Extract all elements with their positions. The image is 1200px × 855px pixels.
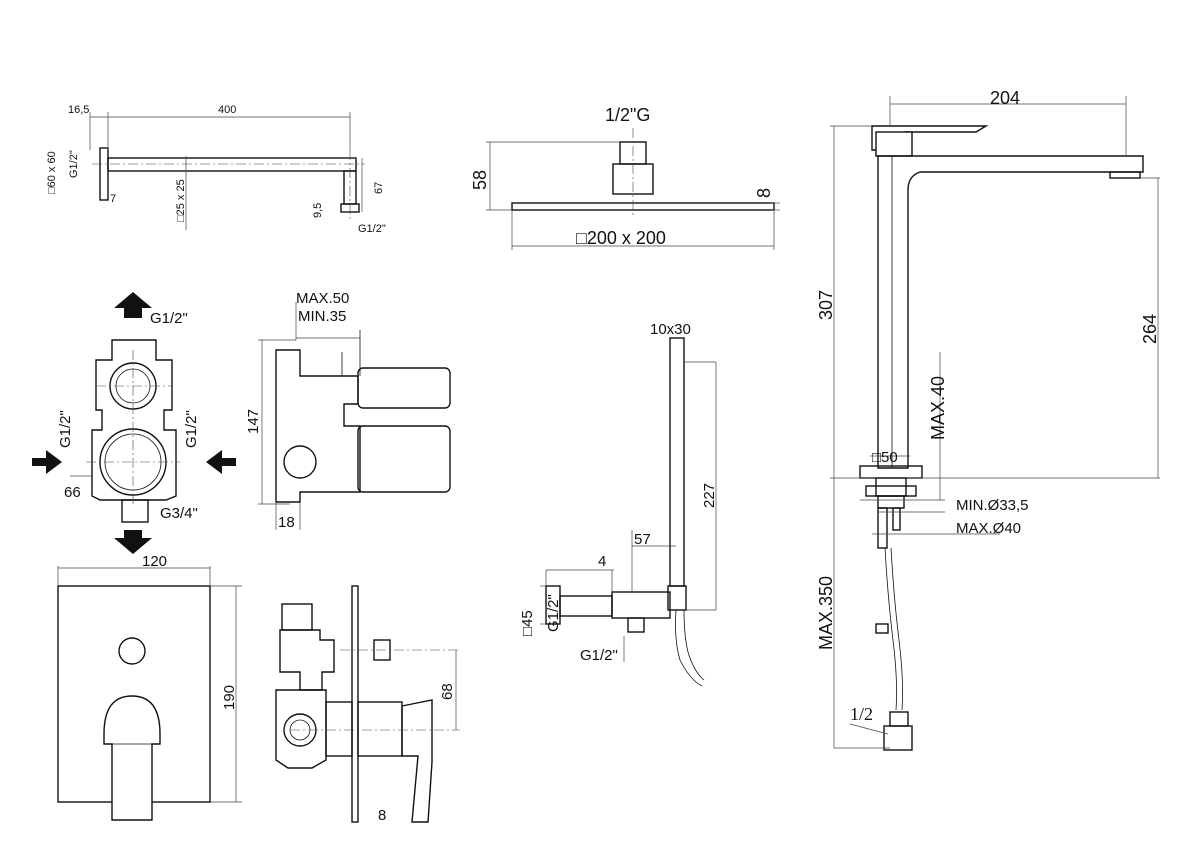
mixer-hose-fitting <box>883 725 913 751</box>
mixer-shank <box>875 477 907 497</box>
side-upper-cartridge <box>357 367 451 409</box>
mixer-height-label: 307 <box>816 290 836 320</box>
side-height-label: 147 <box>245 409 262 434</box>
side-port <box>283 445 317 479</box>
body-top-thread-label: G1/2" <box>150 310 188 327</box>
bracket-size-label: □45 <box>519 610 536 636</box>
arm-outlet-length-label: 9,5 <box>312 203 324 218</box>
mixer-pipe <box>892 507 901 531</box>
mixer-base-label: □50 <box>872 449 898 466</box>
side-spindle-sleeve <box>325 701 353 757</box>
hand-shower-section-label: 10x30 <box>650 321 691 338</box>
side-handle-lever <box>401 699 433 823</box>
wall-outlet-body <box>559 595 613 617</box>
wall-flange <box>99 147 109 201</box>
cover-width-label: 120 <box>142 553 167 570</box>
mixer-handle <box>103 695 161 821</box>
arm-wall-thread-label: G1/2" <box>68 150 80 178</box>
arm-flange-label: □60 x 60 <box>46 151 58 194</box>
mixer-hose-nut <box>889 711 909 727</box>
mixer-hose-clip <box>875 623 889 634</box>
body-bottom-thread-label: G3/4" <box>160 505 198 522</box>
body-right-thread-label: G1/2" <box>183 410 200 448</box>
side-valve-lower <box>275 689 327 769</box>
handle-side-view: 68 8 <box>275 585 460 824</box>
arrow-down-icon <box>114 530 152 554</box>
bracket-depth-label: 57 <box>634 531 651 548</box>
arrow-left-icon <box>206 450 236 474</box>
arm-wall-offset-label: 16,5 <box>68 104 89 116</box>
concealed-body-side-view: MAX.50 MIN.35 147 18 <box>245 290 451 531</box>
side-cover-plate <box>351 585 359 823</box>
body-bottom-outlet <box>121 499 149 523</box>
mixer-reach-label: 204 <box>990 88 1020 108</box>
mixer-hole-max-label: MAX.Ø40 <box>956 520 1021 537</box>
arm-flange-depth-label: 7 <box>110 193 116 205</box>
head-thread-label: 1/2"G <box>605 105 650 125</box>
mixer-deck-thickness-label: MAX.40 <box>928 376 948 440</box>
handle-plate-gap-label: 8 <box>378 807 386 824</box>
body-left-thread-label: G1/2" <box>57 410 74 448</box>
mixer-spout-height-label: 264 <box>1140 314 1160 344</box>
mixer-lever-base <box>875 131 913 157</box>
arm-tube <box>107 157 357 172</box>
bracket-wall-thread-label: G1/2" <box>545 594 562 632</box>
mixer-washer <box>865 485 917 497</box>
side-body-outline <box>275 349 361 503</box>
mixer-stud <box>877 507 888 549</box>
mixer-aerator <box>1109 171 1141 179</box>
shower-head-view: 1/2"G 58 8 □200 x 200 <box>470 105 780 250</box>
side-lower-cartridge <box>357 425 451 493</box>
side-max-depth-label: MAX.50 <box>296 290 349 307</box>
arrow-up-icon <box>114 292 152 318</box>
cover-height-label: 190 <box>221 685 238 710</box>
arm-tube-label: □25 x 25 <box>175 179 187 222</box>
head-height-label: 58 <box>470 170 490 190</box>
concealed-body-front-view: G1/2" G1/2" G1/2" 66 G3/4" <box>32 292 236 554</box>
mixer-body <box>877 155 1144 469</box>
hand-shower-view: 10x30 227 57 4 □45 G1/2" G1/2" <box>519 321 718 687</box>
arm-drop-label: 67 <box>373 182 385 194</box>
mixer-tap-view: 204 307 264 MAX.40 □50 MIN.Ø33,5 MAX.Ø40… <box>816 88 1160 751</box>
hand-shower-length-label: 227 <box>701 483 718 508</box>
mixer-hose-length-label: MAX.350 <box>816 576 836 650</box>
body-depth-label: 66 <box>64 484 81 501</box>
head-thickness-label: 8 <box>754 188 774 198</box>
wall-outlet-elbow <box>611 591 671 619</box>
wall-outlet-hose-nipple <box>627 617 645 633</box>
shower-arm-view: 16,5 400 □60 x 60 G1/2" 7 □25 x 25 67 9,… <box>46 104 386 235</box>
mixer-nut <box>877 495 905 509</box>
head-plate <box>511 202 775 211</box>
side-valve-upper <box>279 629 335 691</box>
bracket-hose-thread-label: G1/2" <box>580 647 618 664</box>
arm-length-label: 400 <box>218 104 236 116</box>
cover-plate-view: 120 190 <box>57 553 242 821</box>
side-plate-label: 18 <box>278 514 295 531</box>
side-handle-hub <box>357 701 403 757</box>
mixer-hose-thread-label: 1/2 <box>850 704 873 724</box>
hand-shower-bracket-head <box>667 585 687 611</box>
bracket-offset-label: 4 <box>598 553 606 570</box>
diverter-button <box>118 637 146 665</box>
mixer-hole-min-label: MIN.Ø33,5 <box>956 497 1029 514</box>
hand-shower-handle <box>669 337 685 587</box>
mixer-hose <box>884 547 897 711</box>
arm-outlet-thread-label: G1/2" <box>358 223 386 235</box>
side-min-depth-label: MIN.35 <box>298 308 346 325</box>
side-top-nut <box>281 603 313 631</box>
body-outline <box>91 339 177 501</box>
arrow-right-icon <box>32 450 62 474</box>
shower-hose <box>675 609 703 687</box>
handle-offset-label: 68 <box>439 683 456 700</box>
head-size-label: □200 x 200 <box>576 228 666 248</box>
